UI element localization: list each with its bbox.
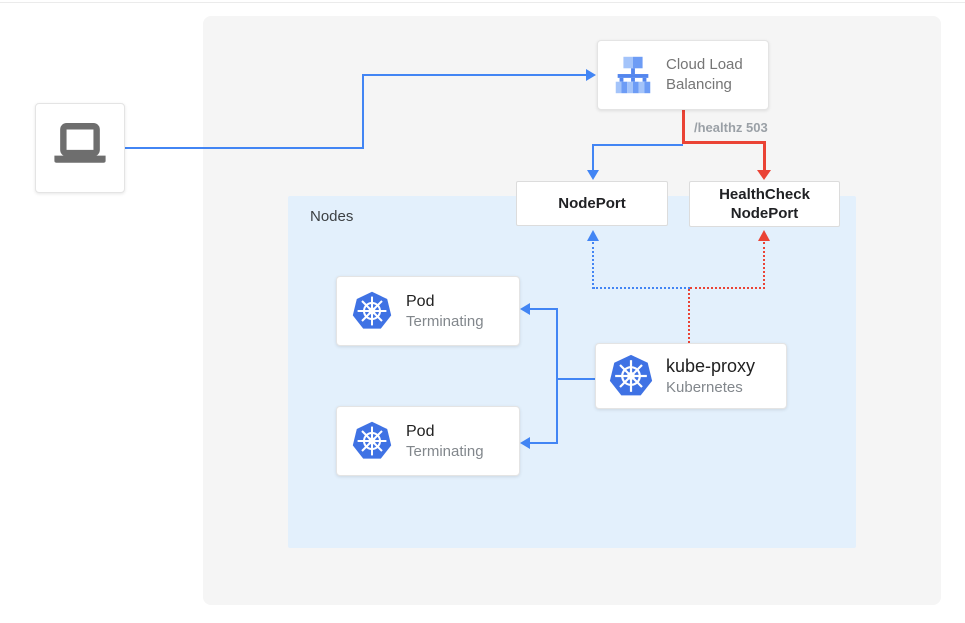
pod-status: Terminating bbox=[406, 442, 484, 460]
client-node bbox=[35, 103, 125, 193]
arrowhead-into-healthcheck-nodeport bbox=[757, 170, 771, 180]
kube-proxy-dotted-line-red bbox=[690, 287, 765, 289]
kube-proxy-dotted-line-blue bbox=[593, 287, 690, 289]
kubernetes-icon bbox=[609, 354, 653, 396]
kube-proxy-dotted-line-red bbox=[763, 242, 765, 289]
nodes-panel-label: Nodes bbox=[310, 208, 354, 225]
healthcheck-nodeport-label: HealthCheck NodePort bbox=[719, 186, 810, 222]
pod-status: Terminating bbox=[406, 312, 484, 330]
healthcheck-line bbox=[682, 141, 766, 144]
nodeport-node: NodePort bbox=[516, 181, 668, 226]
pod-labels: Pod Terminating bbox=[406, 421, 484, 462]
client-to-lb-line bbox=[362, 74, 364, 149]
kubernetes-icon bbox=[352, 421, 392, 459]
top-divider bbox=[0, 2, 965, 3]
pod-title: Pod bbox=[406, 292, 435, 310]
kube-proxy-dotted-line-blue bbox=[592, 242, 594, 289]
arrowhead-into-load-balancer bbox=[586, 69, 596, 81]
kube-proxy-to-pods-line bbox=[558, 378, 595, 380]
arrowhead-into-pod2 bbox=[520, 437, 530, 449]
pod-node: Pod Terminating bbox=[336, 406, 520, 476]
arrowhead-into-nodeport bbox=[587, 170, 599, 180]
client-to-lb-line bbox=[362, 74, 586, 76]
load-balancer-icon bbox=[615, 56, 651, 94]
kube-proxy-title: kube-proxy bbox=[666, 355, 756, 376]
pod-labels: Pod Terminating bbox=[406, 291, 484, 332]
arrowhead-into-nodeport-bottom bbox=[587, 230, 599, 241]
healthcheck-nodeport-node: HealthCheck NodePort bbox=[689, 181, 840, 227]
kube-proxy-to-pods-line bbox=[556, 308, 558, 444]
nodeport-label: NodePort bbox=[558, 195, 626, 212]
kubernetes-icon bbox=[352, 291, 392, 329]
arrowhead-into-healthcheck-nodeport-bottom bbox=[758, 230, 770, 241]
pod-title: Pod bbox=[406, 422, 435, 440]
kube-proxy-labels: kube-proxy Kubernetes bbox=[666, 355, 755, 398]
kube-proxy-to-pod1-line bbox=[530, 308, 558, 310]
cloud-load-balancing-node: Cloud Load Balancing bbox=[597, 40, 769, 110]
pod-node: Pod Terminating bbox=[336, 276, 520, 346]
traffic-to-nodeport-line bbox=[593, 144, 683, 146]
kube-proxy-subtitle: Kubernetes bbox=[666, 378, 743, 396]
kube-proxy-to-pod2-line bbox=[530, 442, 558, 444]
kube-proxy-node: kube-proxy Kubernetes bbox=[595, 343, 787, 409]
traffic-to-nodeport-line bbox=[592, 144, 594, 170]
client-to-lb-line bbox=[125, 147, 364, 149]
kube-proxy-dotted-line bbox=[688, 289, 690, 343]
arrowhead-into-pod1 bbox=[520, 303, 530, 315]
healthz-503-annotation: /healthz 503 bbox=[694, 120, 768, 135]
healthcheck-line bbox=[682, 110, 685, 144]
healthcheck-line bbox=[763, 141, 766, 170]
laptop-icon bbox=[54, 123, 106, 163]
cloud-load-balancing-label: Cloud Load Balancing bbox=[666, 56, 743, 93]
